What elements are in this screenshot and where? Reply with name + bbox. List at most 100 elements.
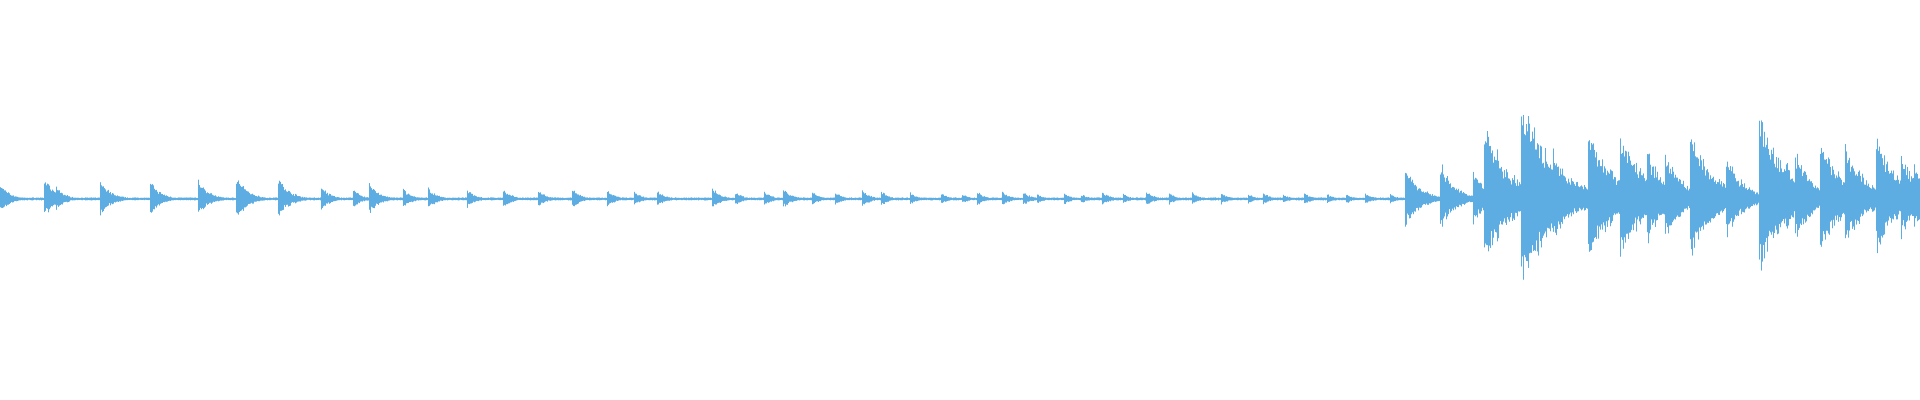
waveform-sample-bar: [531, 197, 532, 201]
waveform-sample-bar: [1188, 197, 1189, 201]
waveform-sample-bar: [1046, 197, 1047, 200]
waveform-sample-bar: [1767, 137, 1768, 252]
waveform-sample-bar: [1528, 116, 1529, 268]
waveform-sample-bar: [1222, 194, 1223, 203]
waveform-sample-bar: [1139, 197, 1140, 201]
waveform-sample-bar: [1880, 153, 1881, 245]
waveform-sample-bar: [251, 194, 252, 203]
waveform-sample-bar: [249, 192, 250, 204]
waveform-sample-bar: [1722, 186, 1723, 213]
waveform-sample-bar: [990, 197, 991, 201]
waveform-sample-bar: [1853, 168, 1854, 227]
waveform-sample-bar: [1793, 181, 1794, 218]
waveform-sample-bar: [711, 198, 712, 200]
waveform-sample-bar: [1834, 174, 1835, 226]
waveform-sample-bar: [869, 195, 870, 203]
waveform-sample-bar: [327, 192, 328, 204]
waveform-sample-bar: [456, 197, 457, 201]
waveform-sample-bar: [505, 192, 506, 206]
waveform-sample-bar: [1518, 185, 1519, 212]
waveform-sample-bar: [1324, 197, 1325, 200]
waveform-sample-bar: [889, 196, 890, 201]
waveform-sample-bar: [605, 197, 606, 201]
waveform-sample-bar: [1787, 162, 1788, 229]
waveform-sample-bar: [594, 197, 595, 201]
waveform-sample-bar: [155, 190, 156, 207]
waveform-sample-bar: [144, 197, 145, 201]
waveform-sample-bar: [1758, 194, 1759, 203]
waveform-sample-bar: [700, 197, 701, 200]
waveform-sample-bar: [518, 197, 519, 200]
waveform-sample-bar: [171, 197, 172, 201]
waveform-sample-bar: [1704, 166, 1705, 222]
waveform-sample-bar: [1064, 193, 1065, 204]
waveform-sample-bar: [1625, 150, 1626, 243]
waveform-sample-bar: [1073, 197, 1074, 200]
waveform-sample-bar: [1820, 153, 1821, 245]
waveform-sample-bar: [1132, 197, 1133, 201]
waveform-sample-bar: [858, 197, 859, 201]
waveform-sample-bar: [1716, 184, 1717, 214]
waveform-sample-bar: [1580, 186, 1581, 209]
waveform-sample-bar: [425, 197, 426, 201]
waveform-sample-bar: [947, 197, 948, 201]
waveform-sample-bar: [529, 197, 530, 201]
waveform-sample-bar: [197, 197, 198, 201]
waveform-sample-bar: [876, 197, 877, 200]
waveform-sample-bar: [1274, 197, 1275, 201]
waveform-sample-bar: [1389, 197, 1390, 201]
waveform-sample-bar: [1360, 197, 1361, 200]
waveform-sample-bar: [1854, 171, 1855, 230]
waveform-sample-bar: [1248, 194, 1249, 204]
waveform-sample-bar: [1348, 195, 1349, 203]
waveform-sample-bar: [1230, 197, 1231, 201]
waveform-sample-bar: [156, 189, 157, 208]
waveform-sample-bar: [47, 183, 48, 209]
waveform-sample-bar: [961, 197, 962, 200]
waveform-sample-bar: [506, 194, 507, 205]
waveform-sample-bar: [1205, 198, 1206, 201]
waveform-sample-bar: [365, 197, 366, 201]
waveform-sample-bar: [1739, 186, 1740, 211]
waveform-sample-bar: [731, 197, 732, 201]
waveform-sample-bar: [1231, 197, 1232, 201]
waveform-sample-bar: [1155, 196, 1156, 201]
waveform-sample-bar: [1759, 120, 1760, 260]
waveform-sample-bar: [1535, 149, 1536, 251]
waveform-sample-bar: [16, 196, 17, 202]
waveform-sample-bar: [290, 192, 291, 206]
waveform-sample-bar: [308, 197, 309, 200]
waveform-sample-bar: [1510, 180, 1511, 218]
waveform-sample-bar: [1534, 127, 1535, 251]
waveform-sample-bar: [812, 192, 813, 205]
waveform-sample-bar: [56, 186, 57, 210]
waveform-sample-bar: [1144, 197, 1145, 200]
waveform-sample-bar: [675, 197, 676, 201]
waveform-sample-bar: [279, 180, 280, 216]
waveform-sample-bar: [873, 196, 874, 201]
waveform-sample-bar: [545, 196, 546, 202]
waveform-sample-bar: [1700, 155, 1701, 231]
waveform-sample-bar: [1740, 185, 1741, 209]
waveform-sample-bar: [1533, 138, 1534, 252]
waveform-sample-bar: [1258, 197, 1259, 201]
waveform-sample-bar: [495, 197, 496, 201]
waveform-sample-bar: [145, 197, 146, 200]
waveform-sample-bar: [195, 197, 196, 201]
waveform-sample-bar: [761, 197, 762, 201]
waveform-sample-bar: [1655, 166, 1656, 227]
waveform-sample-bar: [1909, 171, 1910, 221]
waveform-sample-bar: [836, 194, 837, 203]
waveform-sample-bar: [291, 193, 292, 203]
waveform-sample-bar: [260, 197, 261, 201]
waveform-sample-bar: [1643, 173, 1644, 219]
waveform-sample-bar: [414, 196, 415, 201]
waveform-sample-bar: [29, 197, 30, 200]
waveform-sample-bar: [1153, 196, 1154, 201]
waveform-sample-bar: [257, 196, 258, 202]
waveform-sample-bar: [292, 195, 293, 203]
waveform-sample-bar: [750, 197, 751, 200]
waveform-sample-bar: [248, 191, 249, 205]
waveform-sample-bar: [1574, 184, 1575, 209]
waveform-sample-bar: [1686, 189, 1687, 209]
